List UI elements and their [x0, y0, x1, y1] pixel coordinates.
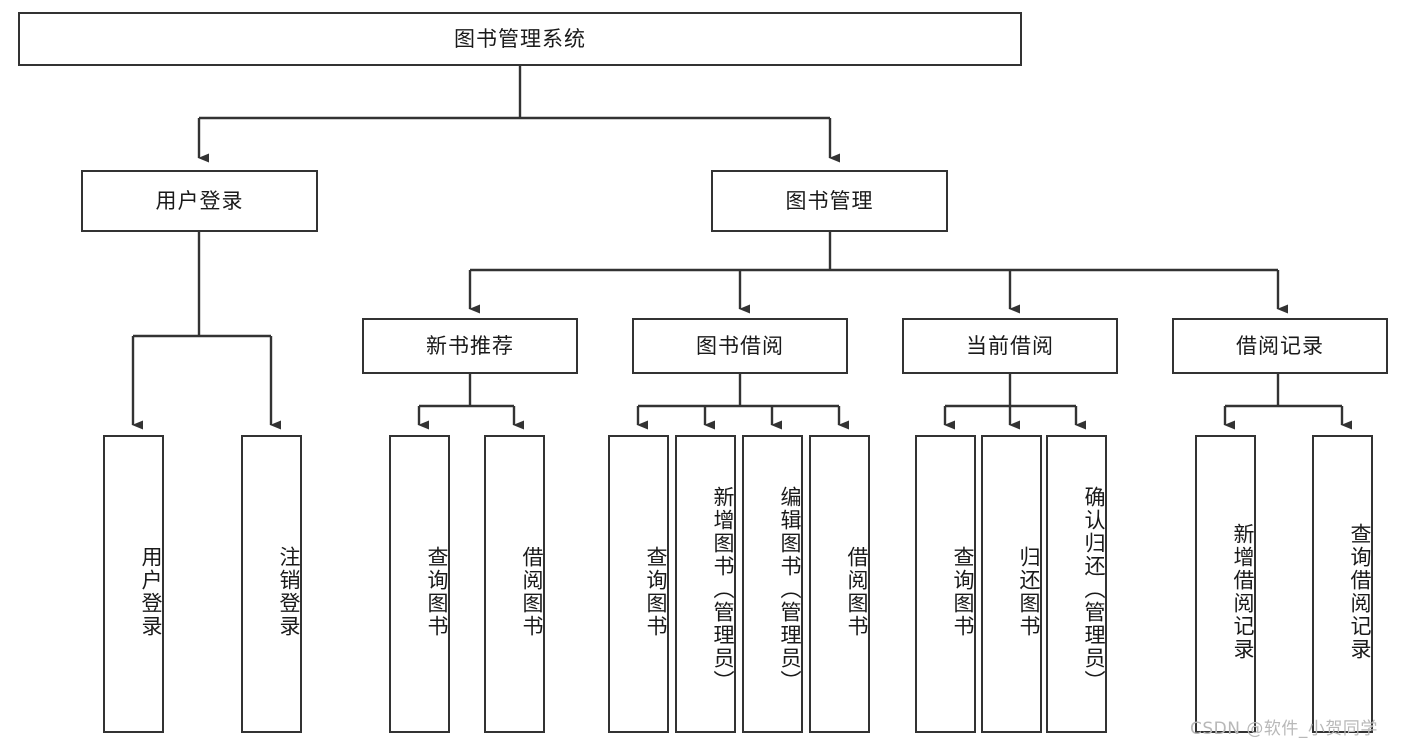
- node-label: 查询图书: [644, 546, 668, 638]
- leaf-current-return-book[interactable]: 归还图书: [981, 435, 1042, 733]
- leaf-borrow-query-book[interactable]: 查询图书: [608, 435, 669, 733]
- node-label: 借阅记录: [1236, 333, 1324, 358]
- leaf-user-login-login[interactable]: 用户登录: [103, 435, 164, 733]
- node-label: 图书管理系统: [454, 26, 586, 51]
- node-current-borrow[interactable]: 当前借阅: [902, 318, 1118, 374]
- node-label: 当前借阅: [966, 333, 1054, 358]
- node-label: 用户登录: [155, 188, 244, 213]
- leaf-recommend-query-book[interactable]: 查询图书: [389, 435, 450, 733]
- node-label: 新增图书（管理员）: [711, 485, 735, 693]
- node-label: 归还图书: [1017, 546, 1041, 638]
- node-root-system[interactable]: 图书管理系统: [18, 12, 1022, 66]
- node-borrow-record[interactable]: 借阅记录: [1172, 318, 1388, 374]
- node-label: 用户登录: [139, 546, 163, 638]
- leaf-recommend-borrow-book[interactable]: 借阅图书: [484, 435, 545, 733]
- leaf-record-add-record[interactable]: 新增借阅记录: [1195, 435, 1256, 733]
- node-label: 查询图书: [425, 546, 449, 638]
- node-label: 编辑图书（管理员）: [778, 485, 802, 693]
- node-label: 图书管理: [785, 188, 874, 213]
- csdn-watermark: CSDN @软件_小贺同学: [1190, 719, 1378, 739]
- node-user-login[interactable]: 用户登录: [81, 170, 318, 232]
- node-label: 借阅图书: [845, 546, 869, 638]
- leaf-borrow-edit-book-admin[interactable]: 编辑图书（管理员）: [742, 435, 803, 733]
- node-label: 查询图书: [951, 546, 975, 638]
- leaf-record-query-record[interactable]: 查询借阅记录: [1312, 435, 1373, 733]
- leaf-current-query-book[interactable]: 查询图书: [915, 435, 976, 733]
- leaf-borrow-add-book-admin[interactable]: 新增图书（管理员）: [675, 435, 736, 733]
- leaf-user-login-logout[interactable]: 注销登录: [241, 435, 302, 733]
- node-label: 查询借阅记录: [1348, 523, 1372, 661]
- node-new-book-recommend[interactable]: 新书推荐: [362, 318, 578, 374]
- node-label: 新增借阅记录: [1231, 523, 1255, 661]
- node-label: 注销登录: [277, 546, 301, 638]
- node-book-management[interactable]: 图书管理: [711, 170, 948, 232]
- leaf-current-confirm-return-admin[interactable]: 确认归还（管理员）: [1046, 435, 1107, 733]
- node-label: 图书借阅: [696, 333, 784, 358]
- node-label: 新书推荐: [426, 333, 514, 358]
- node-book-borrow[interactable]: 图书借阅: [632, 318, 848, 374]
- node-label: 借阅图书: [520, 546, 544, 638]
- node-label: 确认归还（管理员）: [1082, 485, 1106, 693]
- leaf-borrow-borrow-book[interactable]: 借阅图书: [809, 435, 870, 733]
